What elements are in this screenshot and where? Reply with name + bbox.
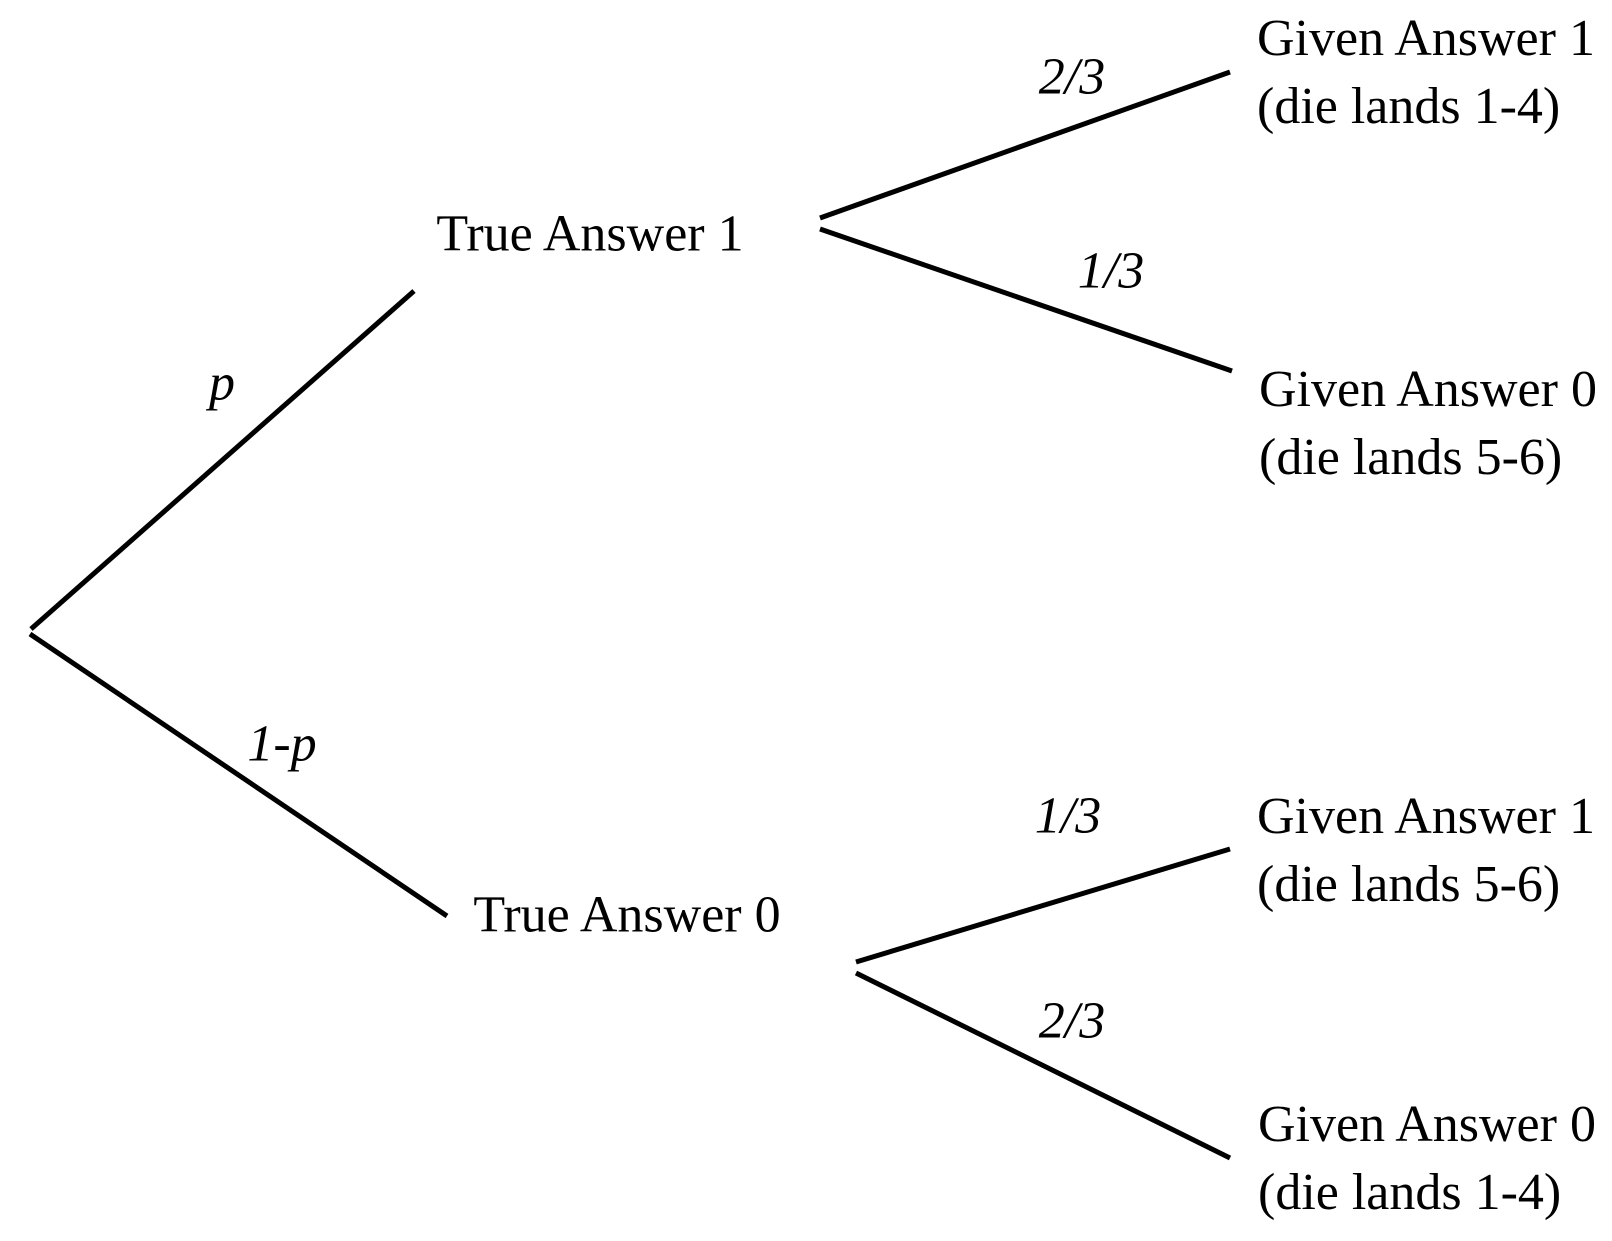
node-true-answer-1: True Answer 1: [436, 205, 744, 263]
edge-true1-to-given1: [819, 69, 1231, 221]
node-true-answer-0: True Answer 0: [473, 886, 781, 944]
leaf-outcome-text: Given Answer 0: [1258, 1096, 1596, 1153]
leaf-outcome-text: Given Answer 0: [1259, 361, 1597, 418]
edge-root-to-true-answer-1: [29, 289, 416, 631]
edge-label-two-thirds-bottom: 2/3: [1038, 992, 1106, 1050]
edge-true1-to-given0: [819, 226, 1233, 374]
leaf-detail-text: (die lands 1-4): [1257, 78, 1561, 135]
leaf-given-answer-1-top: Given Answer 1 (die lands 1-4): [1257, 5, 1595, 141]
edge-root-to-true-answer-0: [28, 631, 449, 919]
edge-label-two-thirds-top: 2/3: [1038, 48, 1106, 106]
edge-label-1-minus-p: 1-p: [247, 715, 317, 773]
edge-label-one-third-bottom: 1/3: [1034, 787, 1102, 845]
edge-true0-to-given0: [854, 970, 1232, 1161]
leaf-given-answer-0-top: Given Answer 0 (die lands 5-6): [1259, 356, 1597, 492]
edge-label-one-third-top: 1/3: [1077, 242, 1145, 300]
edge-true0-to-given1: [855, 846, 1231, 965]
leaf-detail-text: (die lands 5-6): [1259, 429, 1563, 486]
leaf-outcome-text: Given Answer 1: [1257, 10, 1595, 67]
edge-label-p: p: [209, 354, 235, 412]
leaf-detail-text: (die lands 5-6): [1257, 856, 1561, 913]
leaf-outcome-text: Given Answer 1: [1257, 788, 1595, 845]
leaf-given-answer-1-bottom: Given Answer 1 (die lands 5-6): [1257, 783, 1595, 919]
leaf-given-answer-0-bottom: Given Answer 0 (die lands 1-4): [1258, 1091, 1596, 1227]
leaf-detail-text: (die lands 1-4): [1258, 1164, 1562, 1221]
